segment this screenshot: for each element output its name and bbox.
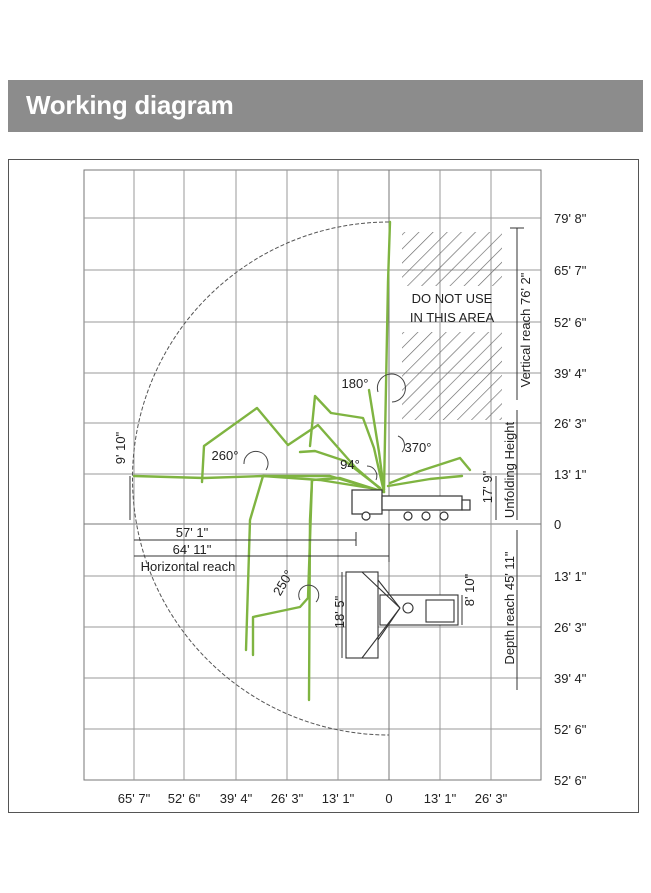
unfolding-height-label: Unfolding Height bbox=[502, 422, 517, 519]
dimension-lines bbox=[129, 227, 524, 690]
y-tick-label: 13' 1" bbox=[554, 467, 587, 482]
boom-positions bbox=[132, 220, 472, 702]
angle-260-label: 260° bbox=[212, 448, 239, 463]
x-tick-label: 39' 4" bbox=[220, 791, 253, 806]
y-tick-label: 79' 8" bbox=[554, 211, 587, 226]
angle-250-label: 250° bbox=[270, 567, 296, 598]
y-tick-label: 39' 4" bbox=[554, 671, 587, 686]
y-tick-label: 0 bbox=[554, 517, 561, 532]
no-go-text-2: IN THIS AREA bbox=[410, 310, 495, 325]
x-tick-label: 13' 1" bbox=[424, 791, 457, 806]
header-bar: Working diagram bbox=[8, 80, 643, 132]
x-tick-label: 26' 3" bbox=[475, 791, 508, 806]
no-go-area: DO NOT USE IN THIS AREA bbox=[402, 232, 502, 420]
x-tick-label: 65' 7" bbox=[118, 791, 151, 806]
truck-top bbox=[345, 571, 459, 659]
horizontal-reach-1: 57' 1" bbox=[176, 525, 209, 540]
truck-side bbox=[351, 489, 471, 521]
angle-370-label: 370° bbox=[405, 440, 432, 455]
angle-labels: 180° 370° 260° 94° 250° bbox=[212, 376, 432, 598]
horizontal-reach-label: Horizontal reach bbox=[141, 559, 236, 574]
angle-94-label: 94° bbox=[340, 457, 360, 472]
horizontal-reach-2: 64' 11" bbox=[173, 542, 212, 557]
y-tick-label: 52' 6" bbox=[554, 773, 587, 788]
y-tick-label: 52' 6" bbox=[554, 315, 587, 330]
page-title: Working diagram bbox=[26, 90, 234, 120]
y-tick-label: 52' 6" bbox=[554, 722, 587, 737]
x-tick-label: 0 bbox=[385, 791, 392, 806]
x-tick-label: 52' 6" bbox=[168, 791, 201, 806]
diagram-frame bbox=[8, 159, 639, 813]
depth-reach-label: Depth reach 45' 11" bbox=[502, 551, 517, 664]
y-tick-label: 65' 7" bbox=[554, 263, 587, 278]
y-tick-label: 26' 3" bbox=[554, 416, 587, 431]
x-tick-label: 13' 1" bbox=[322, 791, 355, 806]
y-tick-label: 13' 1" bbox=[554, 569, 587, 584]
unfolding-height-value: 17' 9" bbox=[480, 470, 495, 503]
y-tick-label: 39' 4" bbox=[554, 366, 587, 381]
outrigger-width-label: 18' 5" bbox=[332, 595, 347, 628]
y-axis-labels: 79' 8" 65' 7" 52' 6" 39' 4" 26' 3" 13' 1… bbox=[554, 211, 587, 788]
dimension-labels: Vertical reach 76' 2" Unfolding Height 1… bbox=[113, 272, 533, 664]
angle-180-label: 180° bbox=[342, 376, 369, 391]
x-axis-labels: 65' 7" 52' 6" 39' 4" 26' 3" 13' 1" 0 13'… bbox=[118, 791, 508, 806]
vertical-reach-label: Vertical reach 76' 2" bbox=[518, 272, 533, 387]
left-height-label: 9' 10" bbox=[113, 431, 128, 464]
outrigger-length-label: 8' 10" bbox=[462, 573, 477, 606]
no-go-text-1: DO NOT USE bbox=[412, 291, 493, 306]
x-tick-label: 26' 3" bbox=[271, 791, 304, 806]
angle-arcs bbox=[243, 373, 406, 603]
y-tick-label: 26' 3" bbox=[554, 620, 587, 635]
reach-arc bbox=[132, 221, 390, 736]
